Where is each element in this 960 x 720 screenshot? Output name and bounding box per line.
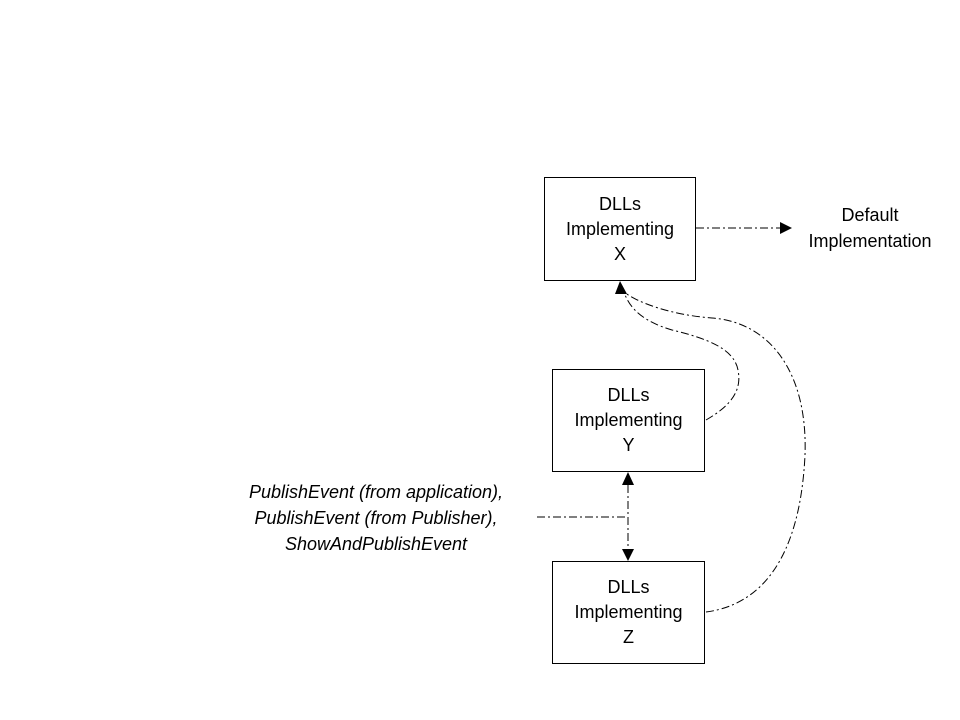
events-label-line-3: ShowAndPublishEvent bbox=[284, 534, 468, 554]
box-z-line-1: DLLs bbox=[607, 577, 650, 597]
box-y-line-1: DLLs bbox=[607, 385, 650, 405]
box-x-line-1: DLLs bbox=[598, 193, 642, 214]
arrowhead-z bbox=[622, 549, 634, 561]
arrowhead-default bbox=[780, 222, 792, 234]
events-label: PublishEvent (from application), Publish… bbox=[200, 479, 552, 557]
box-x-line-2: Implementing bbox=[565, 218, 675, 239]
box-dlls-implementing-x: DLLs Implementing X bbox=[544, 177, 696, 281]
events-label-line-2: PublishEvent (from Publisher), bbox=[254, 508, 498, 528]
connector-y-to-x bbox=[623, 291, 740, 421]
box-x-line-3: X bbox=[613, 243, 626, 264]
box-y-line-3: Y bbox=[622, 435, 635, 455]
box-z-line-3: Z bbox=[623, 627, 634, 647]
box-z-line-2: Implementing bbox=[574, 602, 683, 622]
box-y-line-2: Implementing bbox=[574, 410, 683, 430]
default-label-line-1: Default bbox=[841, 205, 899, 225]
connector-z-to-x bbox=[623, 291, 806, 613]
events-label-line-1: PublishEvent (from application), bbox=[248, 482, 504, 502]
arrowhead-x bbox=[615, 281, 627, 294]
arrowhead-y bbox=[622, 472, 634, 485]
box-dlls-implementing-y: DLLs Implementing Y bbox=[552, 369, 705, 472]
default-implementation-label: Default Implementation bbox=[790, 202, 950, 254]
default-label-line-2: Implementation bbox=[808, 231, 932, 251]
box-dlls-implementing-z: DLLs Implementing Z bbox=[552, 561, 705, 664]
